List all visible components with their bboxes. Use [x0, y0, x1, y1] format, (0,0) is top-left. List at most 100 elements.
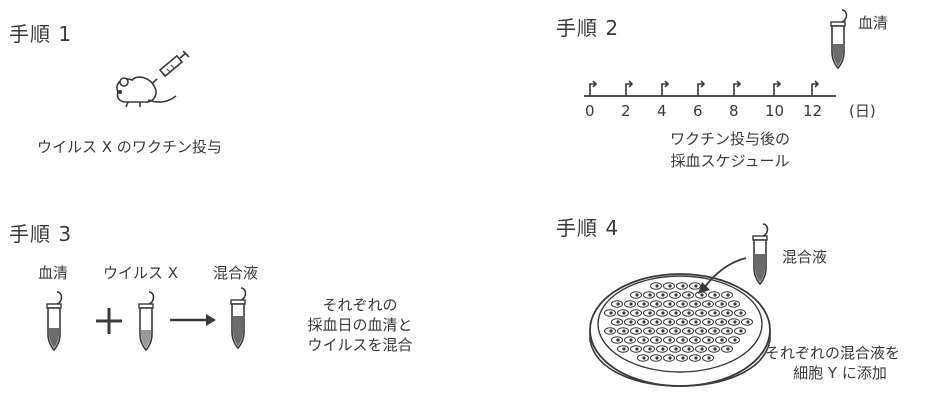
- step3-note-line2: 採血日の血清と: [307, 316, 413, 334]
- label-virus: ウイルス X: [103, 264, 179, 282]
- cell-nucleus: [726, 347, 730, 351]
- cell-nucleus: [674, 329, 678, 333]
- cell-nucleus: [622, 329, 626, 333]
- cell-nucleus: [661, 293, 665, 297]
- cell-nucleus: [681, 320, 685, 324]
- cell-nucleus: [642, 320, 646, 324]
- step4-note-line1: それぞれの混合液を: [765, 344, 901, 362]
- cell-nucleus: [661, 329, 665, 333]
- cell-nucleus: [629, 338, 633, 342]
- cell-nucleus: [746, 320, 750, 324]
- cell-nucleus: [687, 311, 691, 315]
- cell-nucleus: [616, 338, 620, 342]
- step3-note-line1: それぞれの: [322, 296, 398, 314]
- mixture-tube-step4-icon: [752, 223, 769, 286]
- tick-4: 4: [657, 102, 667, 120]
- cell-nucleus: [713, 347, 717, 351]
- cell-nucleus: [707, 338, 711, 342]
- cell-nucleus: [707, 356, 711, 360]
- step3-note-line3: ウイルスを混合: [307, 336, 413, 354]
- cell-nucleus: [655, 284, 659, 288]
- cell-nucleus: [700, 329, 704, 333]
- cell-nucleus: [661, 347, 665, 351]
- cell-nucleus: [668, 302, 672, 306]
- tick-10: 10: [765, 102, 785, 120]
- step2-title: 手順 2: [556, 16, 620, 40]
- tick-0: 0: [585, 102, 595, 120]
- cell-nucleus: [687, 347, 691, 351]
- cell-nucleus: [681, 356, 685, 360]
- tick-2: 2: [621, 102, 631, 120]
- cell-nucleus: [655, 302, 659, 306]
- cell-nucleus: [655, 320, 659, 324]
- cell-nucleus: [648, 311, 652, 315]
- plus-icon: [96, 308, 122, 334]
- serum-tube-small-icon: [46, 291, 63, 352]
- cell-nucleus: [733, 320, 737, 324]
- cell-nucleus: [694, 356, 698, 360]
- culture-dish-with-cells: [589, 273, 771, 387]
- cell-nucleus: [642, 356, 646, 360]
- cell-nucleus: [622, 311, 626, 315]
- cell-nucleus: [694, 284, 698, 288]
- cell-nucleus: [707, 302, 711, 306]
- cell-nucleus: [713, 311, 717, 315]
- sampling-arrows: [589, 80, 820, 96]
- cell-nucleus: [668, 284, 672, 288]
- cell-nucleus: [713, 293, 717, 297]
- cell-nucleus: [635, 329, 639, 333]
- cell-nucleus: [655, 338, 659, 342]
- cell-nucleus: [739, 329, 743, 333]
- label-serum: 血清: [38, 264, 69, 282]
- cell-nucleus: [681, 338, 685, 342]
- cell-nucleus: [726, 311, 730, 315]
- serum-tube-icon: [830, 9, 848, 70]
- cell-nucleus: [726, 293, 730, 297]
- cell-nucleus: [648, 347, 652, 351]
- cell-nucleus: [733, 338, 737, 342]
- cell-nucleus: [713, 329, 717, 333]
- cell-nucleus: [609, 329, 613, 333]
- arrow-right-icon: [170, 314, 216, 326]
- cell-nucleus: [681, 302, 685, 306]
- step2-caption-line2: 採血スケジュール: [670, 152, 790, 170]
- cell-nucleus: [707, 320, 711, 324]
- step4-tube-label: 混合液: [782, 248, 828, 266]
- cell-nucleus: [616, 320, 620, 324]
- cell-nucleus: [687, 293, 691, 297]
- serum-label: 血清: [858, 14, 889, 32]
- cell-nucleus: [720, 320, 724, 324]
- virus-tube-icon: [138, 291, 155, 352]
- step4-title: 手順 4: [556, 216, 620, 240]
- cell-nucleus: [694, 320, 698, 324]
- mouse-with-syringe-icon: [116, 50, 190, 108]
- cell-nucleus: [635, 293, 639, 297]
- cell-nucleus: [720, 302, 724, 306]
- cell-nucleus: [694, 302, 698, 306]
- tick-8: 8: [729, 102, 739, 120]
- cell-nucleus: [635, 347, 639, 351]
- cell-nucleus: [687, 329, 691, 333]
- cell-nucleus: [661, 311, 665, 315]
- cell-nucleus: [648, 329, 652, 333]
- mixture-tube-icon: [230, 287, 247, 350]
- cell-nucleus: [681, 284, 685, 288]
- cell-nucleus: [668, 356, 672, 360]
- step1-title: 手順 1: [9, 22, 73, 46]
- cell-nucleus: [622, 347, 626, 351]
- cell-nucleus: [674, 293, 678, 297]
- cell-nucleus: [733, 302, 737, 306]
- tick-12: 12: [803, 102, 823, 120]
- cell-nucleus: [629, 302, 633, 306]
- cell-nucleus: [726, 329, 730, 333]
- axis-unit: (日): [849, 102, 876, 120]
- cell-nucleus: [655, 356, 659, 360]
- curved-arrow-icon: [698, 257, 747, 294]
- cell-nucleus: [674, 311, 678, 315]
- cell-nucleus: [642, 338, 646, 342]
- cell-nucleus: [668, 338, 672, 342]
- cell-nucleus: [668, 320, 672, 324]
- cell-nucleus: [629, 320, 633, 324]
- step2-caption-line1: ワクチン投与後の: [669, 130, 790, 148]
- cell-nucleus: [700, 311, 704, 315]
